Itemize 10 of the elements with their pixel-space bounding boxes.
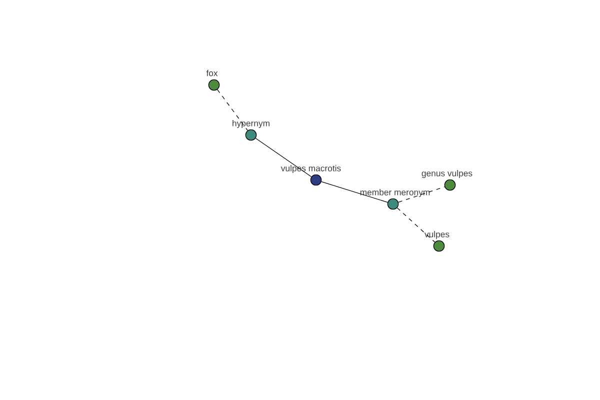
- edge-line: [398, 186, 445, 203]
- node-label: hypernym: [231, 119, 271, 129]
- node-label: fox: [206, 69, 218, 77]
- node-label: vulpes: [424, 230, 450, 240]
- edge-line: [255, 138, 312, 178]
- node-label: genus vulpes: [420, 169, 474, 179]
- edge-line: [396, 207, 436, 243]
- edge-line: [321, 181, 388, 203]
- edge-line: [217, 89, 248, 131]
- node-label: member meronym: [359, 188, 431, 198]
